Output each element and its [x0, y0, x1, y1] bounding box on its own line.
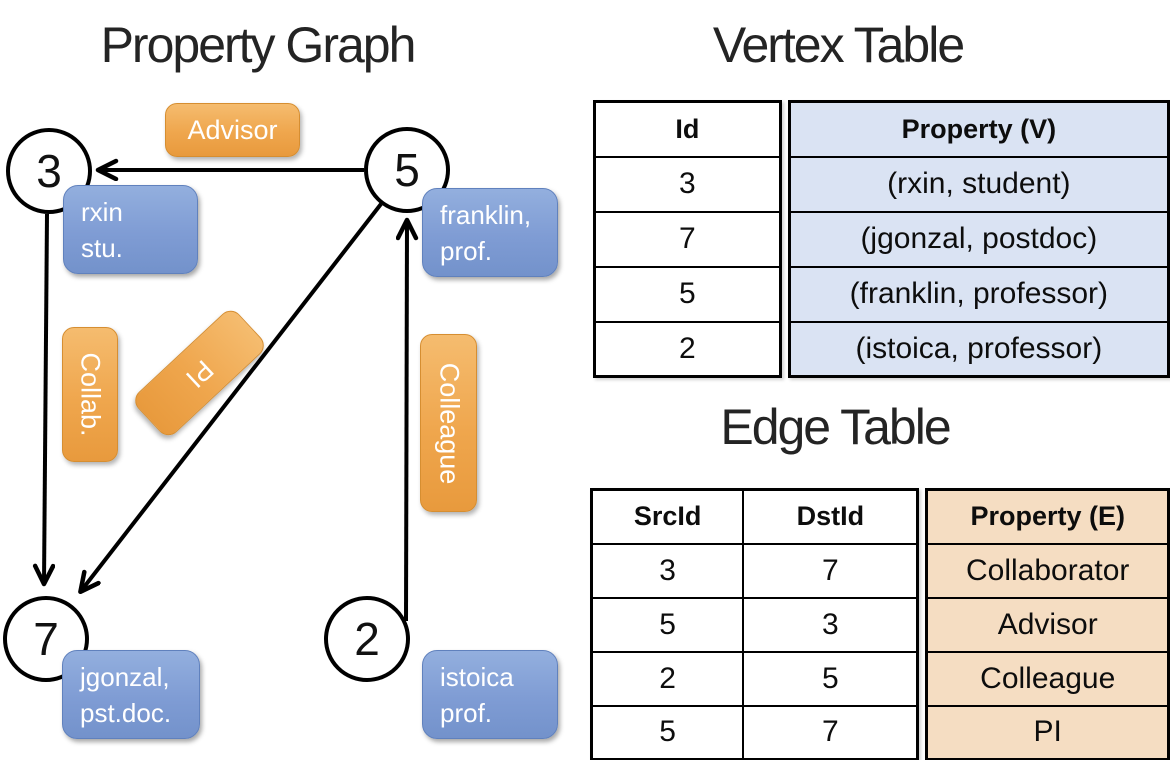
edge-table-property-column: Property (E) Collaborator Advisor Collea… — [925, 488, 1170, 760]
edge-property-cell: PI — [925, 704, 1170, 760]
vertex-property-cell: (franklin, professor) — [788, 265, 1170, 323]
vertex-table-property-column: Property (V) (rxin, student) (jgonzal, p… — [787, 100, 1170, 378]
edge-label-pill-collab: Collab. — [62, 327, 118, 462]
table-row: 5 7 — [590, 704, 919, 760]
table-row: Colleague — [925, 650, 1170, 707]
card-line: franklin, — [440, 200, 532, 230]
graph-node-5: 5 — [364, 127, 450, 213]
vertex-id-cell: 7 — [593, 210, 782, 268]
vertex-property-cell: (rxin, student) — [788, 155, 1170, 213]
vertex-id-cell: 2 — [593, 320, 782, 378]
vertex-property-card-istoica: istoica prof. — [422, 650, 558, 739]
vertex-table: Id 3 7 5 2 Property (V) (rxin, student) … — [593, 100, 1170, 378]
vertex-property-card-rxin: rxin stu. — [63, 185, 198, 274]
vertex-property-card-jgonzal: jgonzal, pst.doc. — [62, 650, 200, 739]
edge-srcid-cell: 2 — [590, 650, 745, 707]
table-row: (istoica, professor) — [788, 320, 1170, 378]
edge-label-pill-colleague: Colleague — [420, 334, 477, 512]
edge-label: Collab. — [75, 352, 106, 437]
vertex-table-id-column: Id 3 7 5 2 — [593, 100, 782, 378]
vertex-property-header: Property (V) — [788, 100, 1170, 158]
table-row: 2 — [593, 320, 782, 378]
table-header-row: Property (V) — [788, 100, 1170, 158]
edge-srcid-header: SrcId — [590, 488, 745, 545]
table-header-row: Id — [593, 100, 782, 158]
table-header-row: SrcId DstId — [590, 488, 919, 545]
table-row: 2 5 — [590, 650, 919, 707]
vertex-property-card-franklin: franklin, prof. — [422, 188, 558, 277]
table-row: 3 — [593, 155, 782, 213]
edge-property-cell: Collaborator — [925, 542, 1170, 599]
edge-srcid-cell: 5 — [590, 704, 745, 760]
edge-line-pi-5-to-7 — [81, 202, 383, 591]
edge-dstid-cell: 7 — [742, 704, 919, 760]
table-header-row: Property (E) — [925, 488, 1170, 545]
node-id-label: 3 — [36, 145, 62, 197]
table-row: 7 — [593, 210, 782, 268]
table-row: (jgonzal, postdoc) — [788, 210, 1170, 268]
table-row: 5 3 — [590, 596, 919, 653]
edge-line-collab-3-to-7 — [44, 213, 47, 583]
edge-table-id-columns: SrcId DstId 3 7 5 3 2 5 5 7 — [590, 488, 920, 760]
card-line: pst.doc. — [80, 698, 172, 728]
edge-property-cell: Advisor — [925, 596, 1170, 653]
table-row: (franklin, professor) — [788, 265, 1170, 323]
card-line: rxin — [81, 197, 123, 227]
table-row: (rxin, student) — [788, 155, 1170, 213]
card-line: jgonzal, — [80, 662, 170, 692]
edge-label: PI — [180, 353, 220, 394]
table-row: Collaborator — [925, 542, 1170, 599]
vertex-id-cell: 3 — [593, 155, 782, 213]
vertex-property-cell: (jgonzal, postdoc) — [788, 210, 1170, 268]
edge-table: SrcId DstId 3 7 5 3 2 5 5 7 Property (E) — [590, 488, 1170, 760]
node-id-label: 2 — [354, 613, 380, 665]
node-id-label: 5 — [394, 144, 420, 196]
table-row: 5 — [593, 265, 782, 323]
graph-node-2: 2 — [324, 596, 410, 682]
table-row: 3 7 — [590, 542, 919, 599]
edge-srcid-cell: 3 — [590, 542, 745, 599]
card-line: stu. — [81, 233, 123, 263]
edge-dstid-header: DstId — [742, 488, 919, 545]
edge-dstid-cell: 5 — [742, 650, 919, 707]
edge-label-pill-advisor: Advisor — [165, 103, 300, 157]
edge-property-header: Property (E) — [925, 488, 1170, 545]
card-line: istoica — [440, 662, 514, 692]
edge-table-title: Edge Table — [720, 399, 951, 455]
table-row: PI — [925, 704, 1170, 760]
edge-dstid-cell: 7 — [742, 542, 919, 599]
vertex-id-header: Id — [593, 100, 782, 158]
vertex-property-cell: (istoica, professor) — [788, 320, 1170, 378]
edge-srcid-cell: 5 — [590, 596, 745, 653]
vertex-id-cell: 5 — [593, 265, 782, 323]
edge-label: Colleague — [434, 362, 464, 484]
card-line: prof. — [440, 236, 493, 266]
card-line: prof. — [440, 698, 493, 728]
edge-label: Advisor — [187, 114, 278, 145]
table-row: Advisor — [925, 596, 1170, 653]
property-graph-title: Property Graph — [100, 17, 417, 73]
vertex-table-title: Vertex Table — [712, 17, 965, 73]
node-id-label: 7 — [33, 613, 59, 665]
graph-edges-canvas — [0, 0, 580, 622]
property-graph-diagram: 3 5 7 2 rxin stu. franklin, prof. jgonza… — [0, 0, 580, 760]
edge-line-colleague-2-to-5 — [406, 221, 407, 622]
edge-dstid-cell: 3 — [742, 596, 919, 653]
edge-property-cell: Colleague — [925, 650, 1170, 707]
